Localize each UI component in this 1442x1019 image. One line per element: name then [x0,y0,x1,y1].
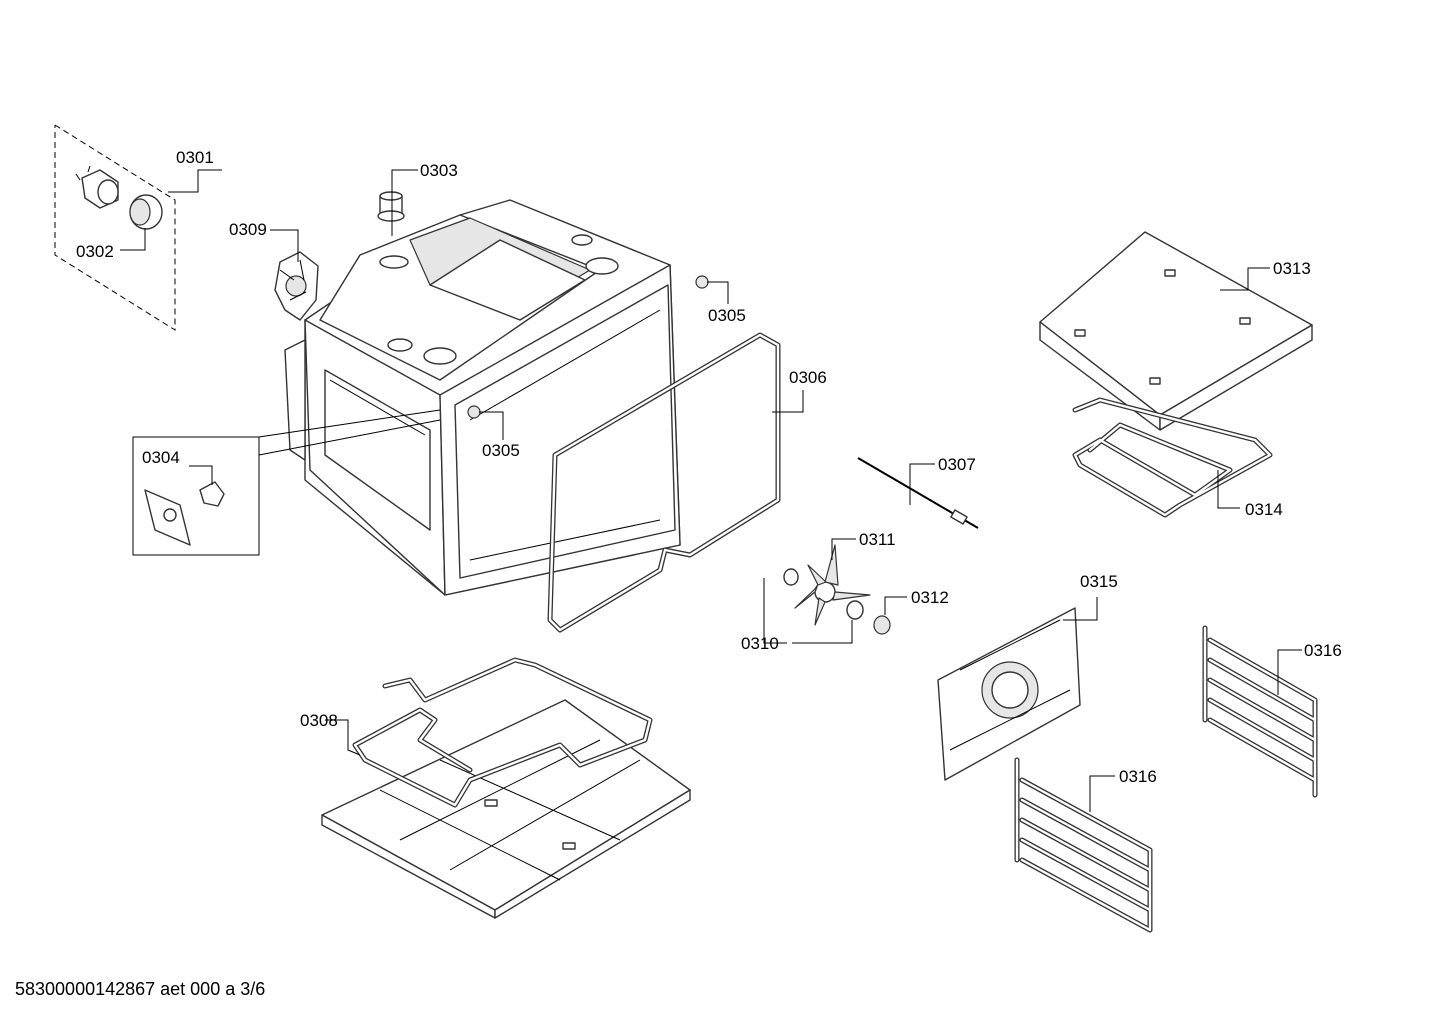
label-0316-left: 0316 [1119,767,1157,786]
side-rack-left-part [1014,757,1153,933]
vent-pipe-part [377,191,405,222]
door-seal-part [547,332,781,633]
document-reference: 58300000142867 aet 000 a 3/6 [15,979,266,999]
fan-motor-part [274,251,319,321]
label-0315: 0315 [1080,572,1118,591]
label-0314: 0314 [1245,500,1283,519]
lamp-socket-part [75,165,119,209]
label-0305-top: 0305 [708,306,746,325]
label-0313: 0313 [1273,259,1311,278]
top-heating-element-part [1072,397,1273,518]
washer-part [783,568,799,586]
label-0307: 0307 [938,455,976,474]
oven-cavity-part [284,199,681,596]
fan-nut-part [846,600,864,620]
label-0312: 0312 [911,588,949,607]
label-0302: 0302 [76,242,114,261]
fan-wheel-part [794,544,871,626]
label-0305-front: 0305 [482,441,520,460]
label-0311: 0311 [859,530,896,549]
temperature-sensor-part [857,457,979,529]
label-0303: 0303 [420,161,458,180]
cap-nut-part [873,615,891,635]
label-0306: 0306 [789,368,827,387]
plug-part-top [695,275,709,289]
label-0308: 0308 [300,711,338,730]
lamp-assembly [54,124,176,331]
bottom-heating-element-part [352,657,653,808]
side-rack-right-part [1202,625,1318,798]
label-0304: 0304 [142,448,180,467]
label-0310: 0310 [741,634,779,653]
label-0301: 0301 [176,148,214,167]
bottom-plate-part [321,699,691,919]
detail-inset-box [132,409,441,556]
label-0316-right: 0316 [1304,641,1342,660]
rear-fan-cover-part [937,607,1081,781]
top-plate-part [1039,231,1313,431]
plug-part-front [467,405,481,419]
label-0309: 0309 [229,220,267,239]
lamp-cover-part [129,194,163,230]
